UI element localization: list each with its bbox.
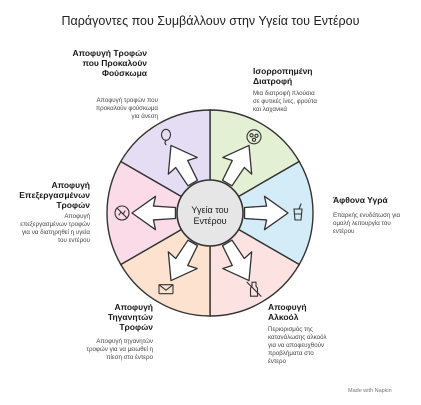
desc-avoid-alcohol: Περιορισμός της κατανάλωσης αλκοόλ για ν…	[268, 326, 327, 365]
desc-avoid-fried: Αποφυγή τηγανητών τροφών για να μειωθεί …	[86, 338, 153, 361]
food-plate-icon	[246, 129, 262, 145]
no-alcohol-icon	[246, 281, 262, 297]
label-avoid-alcohol: Αποφυγή Αλκοόλ	[268, 302, 307, 322]
desc-balanced-diet: Μια διατροφή πλούσια σε φυτικές ίνες, φρ…	[253, 90, 318, 113]
arrow-3	[221, 239, 253, 282]
arrow-6	[167, 144, 199, 187]
arrow-2	[243, 195, 289, 231]
label-avoid-fried: Αποφυγή Τηγανητών Τροφών	[107, 302, 153, 332]
label-avoid-processed: Αποφυγή Επεξεργασμένων Τροφών	[19, 180, 90, 210]
desc-avoid-bloating: Αποφυγή τροφών που προκαλούν φούσκωμα γι…	[95, 97, 158, 120]
desc-avoid-processed: Αποφυγή επεξεργασμένων τροφών για να δια…	[20, 213, 90, 244]
label-balanced-diet: Ισορροπημένη Διατροφή	[253, 66, 313, 86]
arrow-4	[167, 239, 199, 282]
credit-text: Made with Napkin	[348, 388, 392, 394]
diagram-title: Παράγοντες που Συμβάλλουν στην Υγεία του…	[61, 14, 360, 28]
arrow-5	[131, 195, 177, 231]
no-processed-food-icon	[114, 205, 130, 221]
segment-3	[209, 211, 301, 317]
segment-6	[119, 109, 211, 215]
center-circle	[176, 179, 244, 247]
fryer-icon	[158, 284, 174, 295]
water-glass-icon	[293, 203, 303, 221]
label-avoid-bloating: Αποφυγή Τροφών που Προκαλούν Φούσκωμα	[72, 48, 147, 78]
arrow-1	[221, 144, 253, 187]
segment-1	[209, 109, 301, 215]
label-plenty-fluids: Άφθονα Υγρά	[333, 195, 388, 205]
center-label: Υγεία του Εντέρου	[191, 205, 229, 226]
balloon-icon	[160, 128, 172, 146]
segment-4	[119, 211, 211, 317]
desc-plenty-fluids: Επαρκής ενυδάτωση για ομαλή λειτουργία τ…	[333, 212, 401, 235]
